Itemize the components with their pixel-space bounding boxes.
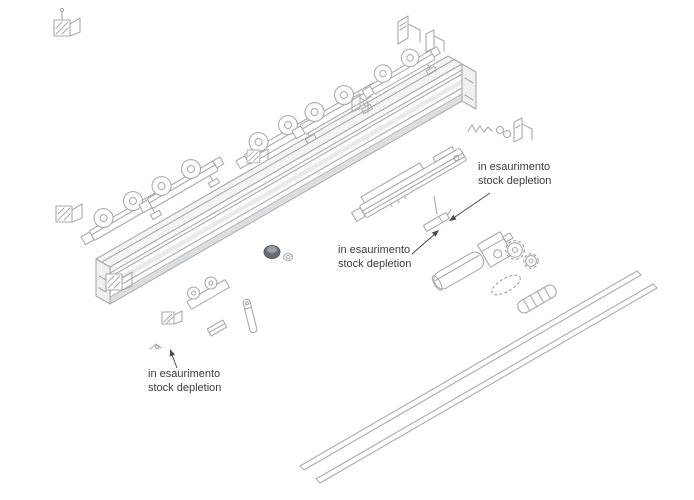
- rail-profile: [95, 55, 477, 305]
- annotation-line-italian: in esaurimento: [148, 368, 221, 380]
- annotation-line-italian: in esaurimento: [478, 161, 551, 173]
- bracket-left: [55, 203, 83, 223]
- bracket-top-right-1: [397, 15, 421, 45]
- clip-bracket: [513, 117, 533, 143]
- guide-rail-2: [315, 283, 658, 484]
- tiny-clip: [149, 343, 162, 350]
- small-parts-lower: [149, 276, 258, 350]
- drive-chain: [491, 274, 521, 296]
- annotation-line-italian: in esaurimento: [338, 244, 411, 256]
- leader-lines: [169, 192, 491, 369]
- annotation-damper-left: in esaurimento stock depletion: [338, 244, 411, 271]
- bracket-mid: [246, 148, 269, 164]
- center-bumper: [263, 245, 294, 262]
- release-lever: [242, 298, 258, 334]
- carriage-assemblies: [73, 35, 448, 256]
- annotation-bottom-clip: in esaurimento stock depletion: [148, 368, 221, 395]
- guide-rail-1: [299, 270, 642, 471]
- damper-arm-link: [433, 195, 438, 215]
- annotation-line-english: stock depletion: [148, 381, 222, 394]
- mounting-brackets: [53, 7, 445, 291]
- mini-plate: [206, 319, 228, 337]
- bracket-rail-end: [105, 271, 133, 291]
- mini-carriage: [186, 276, 230, 310]
- small-clips-top-right: [467, 117, 533, 143]
- spring-clip: [467, 124, 493, 133]
- damper-arm: [423, 208, 452, 232]
- motor-unit: [431, 231, 514, 291]
- bracket-upper-mid: [351, 93, 369, 113]
- annotation-damper-right: in esaurimento stock depletion: [478, 161, 551, 188]
- gear-set: [505, 240, 539, 269]
- bracket-top-left: [53, 7, 81, 37]
- mini-bracket: [161, 310, 183, 325]
- annotation-line-english: stock depletion: [478, 174, 552, 187]
- drive-roller: [517, 284, 557, 314]
- annotation-line-english: stock depletion: [338, 257, 412, 270]
- bracket-top-right-2: [425, 29, 445, 53]
- soft-close-damper: [351, 146, 467, 222]
